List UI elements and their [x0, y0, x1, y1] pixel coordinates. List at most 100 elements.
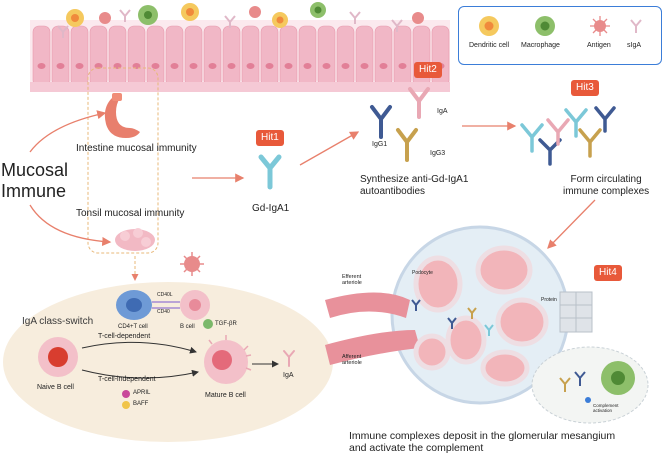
surface-cells — [57, 2, 424, 38]
dendritic-cell-icon — [272, 12, 288, 28]
secreted-iga-label: IgA — [283, 372, 294, 379]
antigen-icon — [590, 16, 610, 36]
villus-nucleus — [398, 63, 407, 69]
podocyte-label: Podocyte — [412, 270, 433, 276]
efferent-label: Efferent arteriole — [342, 274, 362, 287]
villus-nucleus — [151, 63, 160, 69]
mucosal-immune-title: Mucosal Immune — [1, 160, 68, 201]
complement-line2: activation — [593, 408, 613, 414]
antigen-icon — [180, 252, 204, 276]
villus-nucleus — [265, 63, 274, 69]
efferent-line2: arteriole — [342, 280, 362, 287]
kidney-caption-line1: Immune complexes deposit in the glomerul… — [349, 430, 616, 442]
intestine-label: Intestine mucosal immunity — [76, 143, 197, 154]
antigen-icon — [412, 12, 424, 24]
iga-antibody-icon — [408, 87, 430, 119]
igg3-antibody-icon — [396, 128, 418, 162]
arrow-to-tonsil — [29, 204, 112, 247]
macrophage-icon — [310, 2, 326, 18]
hit3-badge: Hit3 — [571, 80, 599, 96]
complement-line1: Complement — [593, 403, 619, 408]
april-dot-icon — [122, 390, 130, 398]
villus-nucleus — [56, 63, 65, 69]
naive-b-label: Naive B cell — [37, 384, 74, 391]
villus-nucleus — [360, 63, 369, 69]
cd40-ligand-connector — [152, 301, 180, 309]
dendritic-cell-icon — [181, 3, 199, 21]
tonsil-label: Tonsil mucosal immunity — [76, 208, 185, 219]
form-complexes-line1: Form circulating — [570, 174, 642, 185]
baff-dot-icon — [122, 401, 130, 409]
legend-dendritic-label: Dendritic cell — [469, 42, 510, 49]
hit2-badge: Hit2 — [414, 62, 442, 78]
synthesize-line2: autoantibodies — [360, 185, 426, 197]
mature-b-label: Mature B cell — [205, 392, 246, 399]
arrow-to-autoantibodies — [299, 131, 360, 166]
afferent-line1: Afferent — [342, 354, 362, 360]
villus-nucleus — [189, 63, 198, 69]
synthesize-label: Synthesize anti-Gd-IgA1 autoantibodies — [360, 174, 468, 197]
legend-macrophage-label: Macrophage — [521, 42, 560, 49]
siga-icon — [57, 9, 403, 38]
baff-label: BAFF — [133, 401, 149, 407]
class-switch-title: IgA class-switch — [22, 316, 94, 327]
t-dependent-label: T-cell-dependent — [98, 333, 151, 340]
b-cell-icon — [180, 290, 210, 320]
t-independent-label: T-cell-independent — [98, 376, 156, 383]
hit1-badge: Hit1 — [256, 130, 284, 146]
hit4-badge: Hit4 — [594, 265, 622, 281]
arrow-to-glomerulus — [547, 199, 596, 249]
siga-icon — [630, 19, 642, 33]
villus-nucleus — [37, 63, 46, 69]
villus-nucleus — [246, 63, 255, 69]
form-complexes-line2: immune complexes — [563, 185, 650, 197]
class-switch-oval — [3, 282, 333, 442]
mature-b-cell-icon — [204, 335, 252, 384]
villus-nucleus — [341, 63, 350, 69]
form-complexes-label: Form circulating immune complexes — [563, 174, 649, 197]
cd40l-label: CD40L — [157, 292, 173, 298]
complement-inset — [531, 346, 649, 424]
villus-nucleus — [303, 63, 312, 69]
afferent-label: Afferent arteriole — [342, 354, 362, 367]
kidney-caption-line2: and activate the complement — [349, 442, 484, 455]
mucosal-immune-line2: Immune — [1, 180, 67, 201]
villus-nucleus — [284, 63, 293, 69]
t-dependent-arrow — [81, 341, 197, 354]
cd4-label: CD4+T cell — [118, 324, 148, 330]
dendritic-cell-icon — [479, 16, 499, 36]
mucosal-dashed-box — [87, 67, 159, 254]
arrow-to-intestine — [29, 110, 107, 153]
legend-icons — [479, 16, 642, 36]
villus-nucleus — [75, 63, 84, 69]
tonsil-organ-icon — [115, 228, 155, 251]
villus-nucleus — [208, 63, 217, 69]
cd4-t-cell-icon — [116, 290, 152, 320]
antigen-icon — [99, 12, 111, 24]
mucosal-immune-line1: Mucosal — [1, 160, 69, 180]
iga-secreted-icon — [283, 350, 295, 367]
intestinal-villi — [30, 20, 450, 92]
villus-nucleus — [227, 63, 236, 69]
igg3-label: IgG3 — [430, 150, 446, 157]
kidney-caption: Immune complexes deposit in the glomerul… — [349, 430, 615, 454]
villus-nucleus — [170, 63, 179, 69]
afferent-line2: arteriole — [342, 360, 362, 367]
villus-nucleus — [379, 63, 388, 69]
dendritic-cell-icon — [66, 9, 84, 27]
tgf-label: TGF-βR — [215, 321, 237, 327]
b-cell-label: B cell — [180, 324, 195, 330]
igg1-label: IgG1 — [372, 141, 388, 148]
legend-antigen-label: Antigen — [587, 42, 611, 49]
iga-label: IgA — [437, 108, 448, 115]
intestine-organ-icon — [104, 93, 140, 138]
complement-label: Complement activation — [593, 403, 619, 413]
naive-b-cell-icon — [38, 337, 78, 377]
gd-iga1-antibody-icon — [258, 154, 282, 190]
protein-label: Protein — [541, 297, 557, 303]
villus-nucleus — [322, 63, 331, 69]
legend-siga-label: sIgA — [627, 42, 642, 49]
april-label: APRIL — [133, 390, 151, 396]
